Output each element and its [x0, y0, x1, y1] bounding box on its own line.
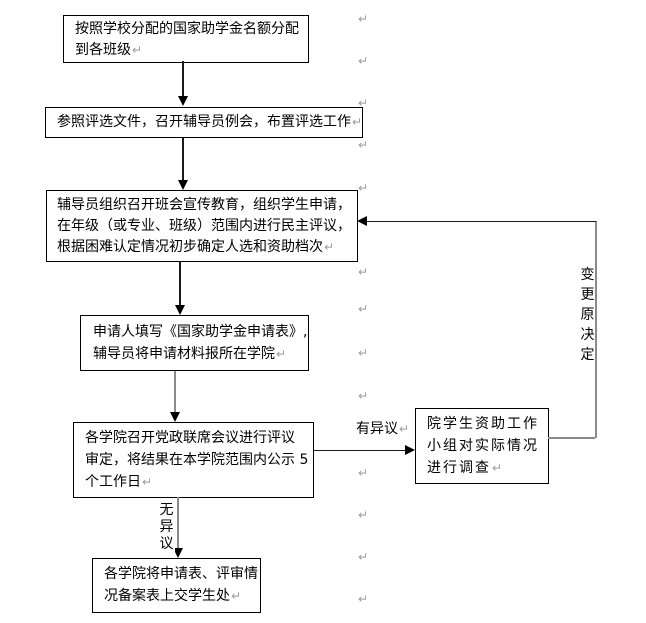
- paragraph-mark-icon: ↵: [358, 181, 369, 195]
- paragraph-mark-icon: ↵: [358, 138, 369, 152]
- flow-step-application-form: 申请人填写《国家助学金申请表》, 辅导员将申请材料报所在学院↵: [80, 315, 309, 371]
- paragraph-mark-icon: ↵: [358, 466, 369, 480]
- loop-line-top: [366, 221, 596, 222]
- flow-step-counselor-meeting: 参照评选文件，召开辅导员例会，布置评选工作↵: [45, 107, 363, 138]
- step-text-line: 况备案表上交学生处↵: [104, 588, 242, 604]
- paragraph-mark-icon: ↵: [358, 592, 369, 606]
- paragraph-mark-icon: ↵: [352, 115, 363, 129]
- step-text-line: 参照评选文件，召开辅导员例会，布置评选工作↵: [57, 114, 363, 130]
- step-text-line: 个工作日↵: [85, 474, 153, 490]
- arrowhead-right-icon: [405, 445, 415, 455]
- step-text-line: 在年级（或专业、班级）范围内进行民主评议，: [57, 218, 351, 234]
- flow-step-submit-records: 各学院将申请表、评审情 况备案表上交学生处↵: [92, 558, 261, 613]
- step-text-line: 小组对实际情况: [427, 438, 539, 454]
- step-text-line: 辅导员将申请材料报所在学院↵: [93, 346, 287, 362]
- paragraph-mark-icon: ↵: [358, 346, 369, 360]
- step-text-line: 辅导员组织召开班会宣传教育，组织学生申请，: [57, 197, 351, 213]
- paragraph-mark-icon: ↵: [492, 461, 505, 475]
- arrow-box1-to-box2: [182, 61, 184, 96]
- step-text-line: 院学生资助工作: [427, 416, 539, 432]
- arrow-box4-to-box5: [174, 371, 176, 412]
- no-objection-label: 无异议: [158, 502, 175, 553]
- paragraph-mark-icon: ↵: [231, 589, 242, 603]
- step-text-line: 申请人填写《国家助学金申请表》,: [93, 324, 308, 340]
- arrowhead-down-icon: [175, 305, 185, 315]
- paragraph-mark-icon: ↵: [276, 347, 287, 361]
- paragraph-mark-icon: ↵: [358, 12, 369, 26]
- paragraph-mark-icon: ↵: [324, 240, 335, 254]
- paragraph-mark-icon: ↵: [358, 550, 369, 564]
- step-text-line: 审定，将结果在本学院范围内公示 5: [85, 452, 309, 468]
- flow-step-investigate: 院学生资助工作 小组对实际情况 进行调查↵: [415, 408, 549, 484]
- loop-line-bottom: [548, 437, 595, 439]
- step-text-line: 各学院将申请表、评审情: [104, 566, 258, 582]
- arrowhead-left-icon: [357, 216, 367, 226]
- arrowhead-down-icon: [170, 412, 180, 422]
- paragraph-mark-icon: ↵: [358, 508, 369, 522]
- step-text-line: 按照学校分配的国家助学金名额分配: [75, 21, 299, 37]
- paragraph-mark-icon: ↵: [399, 422, 410, 436]
- paragraph-mark-icon: ↵: [358, 265, 369, 279]
- arrow-box5-to-bottom: [177, 497, 179, 548]
- flow-step-class-review: 辅导员组织召开班会宣传教育，组织学生申请， 在年级（或专业、班级）范围内进行民主…: [46, 190, 358, 262]
- paragraph-mark-icon: ↵: [142, 475, 153, 489]
- paragraph-mark-icon: ↵: [358, 96, 369, 110]
- change-decision-label: 变更原决定: [580, 267, 595, 363]
- flow-step-college-review: 各学院召开党政联席会议进行评议 审定，将结果在本学院范围内公示 5 个工作日↵: [73, 422, 314, 498]
- paragraph-mark-icon: ↵: [358, 389, 369, 403]
- step-text-line: 各学院召开党政联席会议进行评议: [85, 430, 295, 446]
- arrow-box5-to-investigate: [314, 450, 406, 451]
- loop-line-right: [595, 221, 597, 438]
- paragraph-mark-icon: ↵: [132, 43, 143, 57]
- arrowhead-down-icon: [178, 96, 188, 106]
- step-text-line: 根据困难认定情况初步确定人选和资助档次↵: [57, 239, 335, 255]
- objection-label: 有异议↵: [356, 418, 410, 438]
- arrowhead-down-icon: [173, 548, 183, 558]
- arrowhead-down-icon: [178, 180, 188, 190]
- flow-step-allocate-quota: 按照学校分配的国家助学金名额分配 到各班级↵: [63, 15, 309, 63]
- paragraph-mark-icon: ↵: [358, 54, 369, 68]
- step-text-line: 到各班级↵: [75, 42, 143, 58]
- arrow-box3-to-box4: [179, 262, 181, 305]
- arrow-box2-to-box3: [182, 138, 184, 180]
- paragraph-mark-icon: ↵: [358, 302, 369, 316]
- step-text-line: 进行调查↵: [427, 460, 505, 476]
